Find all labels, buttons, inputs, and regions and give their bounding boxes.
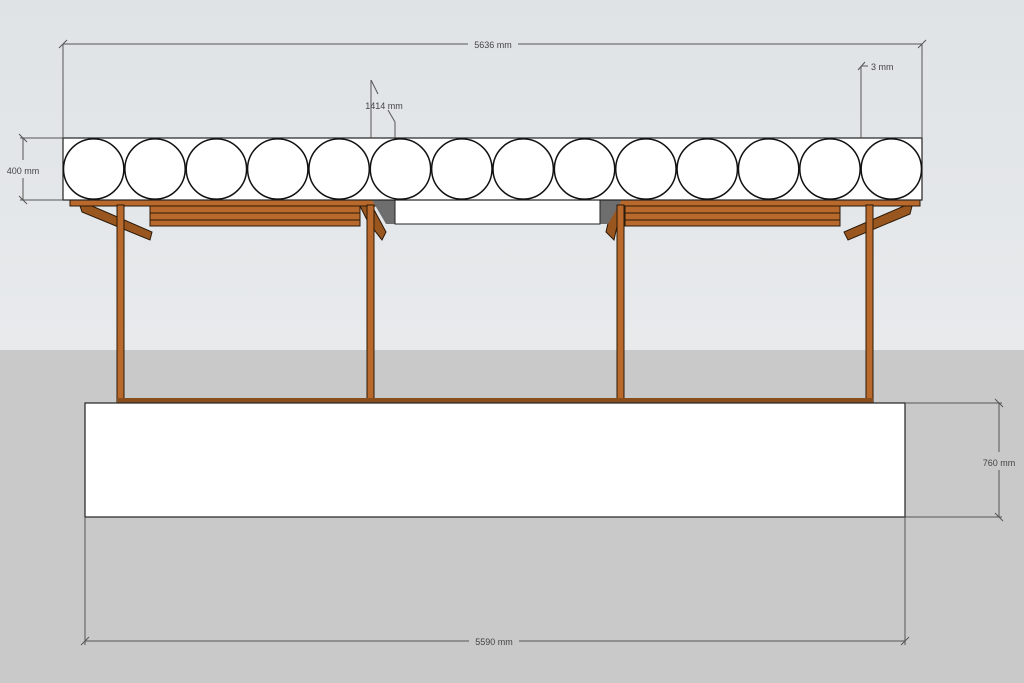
round-panel <box>185 138 248 200</box>
round-panel <box>246 138 309 200</box>
left-rafter-group <box>149 205 361 227</box>
roof-panels[interactable] <box>62 137 923 201</box>
round-panel <box>614 138 677 200</box>
round-panel <box>860 138 923 200</box>
dimension-panel-offset[interactable]: 1414 mm <box>365 79 403 138</box>
dimension-label: 3 mm <box>871 62 894 72</box>
planter-box[interactable] <box>84 402 906 518</box>
base-rail <box>117 398 873 403</box>
shadow-left <box>372 200 395 224</box>
round-panel <box>676 138 739 200</box>
right-rafter-group <box>624 205 841 227</box>
left-brace <box>79 205 153 241</box>
dimension-planter-height[interactable]: 760 mm <box>905 398 1016 522</box>
dimension-overall-width[interactable]: 5636 mm <box>58 39 927 138</box>
round-panel <box>369 138 432 200</box>
right-brace <box>843 205 913 241</box>
round-panel <box>124 138 186 200</box>
dimension-planter-width[interactable]: 5590 mm <box>80 517 910 647</box>
round-panel <box>308 138 371 200</box>
dimension-label: 400 mm <box>7 166 40 176</box>
dimension-label: 5636 mm <box>474 40 512 50</box>
post-4 <box>865 204 874 404</box>
round-panel <box>737 138 800 200</box>
round-panel <box>799 138 861 200</box>
post-2 <box>366 204 375 404</box>
round-panel <box>553 138 616 200</box>
post-3 <box>616 204 625 404</box>
dimension-edge-gap[interactable]: 3 mm <box>857 61 894 138</box>
post-1 <box>116 204 125 404</box>
round-panel <box>62 138 125 200</box>
round-panel <box>430 138 493 200</box>
center-panel-underside <box>394 199 601 225</box>
pergola-frame[interactable] <box>69 199 921 404</box>
dimension-label: 5590 mm <box>475 637 513 647</box>
dimension-label: 1414 mm <box>365 101 403 111</box>
dimension-panel-height[interactable]: 400 mm <box>7 133 63 205</box>
round-panel <box>492 138 555 200</box>
dimension-label: 760 mm <box>983 458 1016 468</box>
